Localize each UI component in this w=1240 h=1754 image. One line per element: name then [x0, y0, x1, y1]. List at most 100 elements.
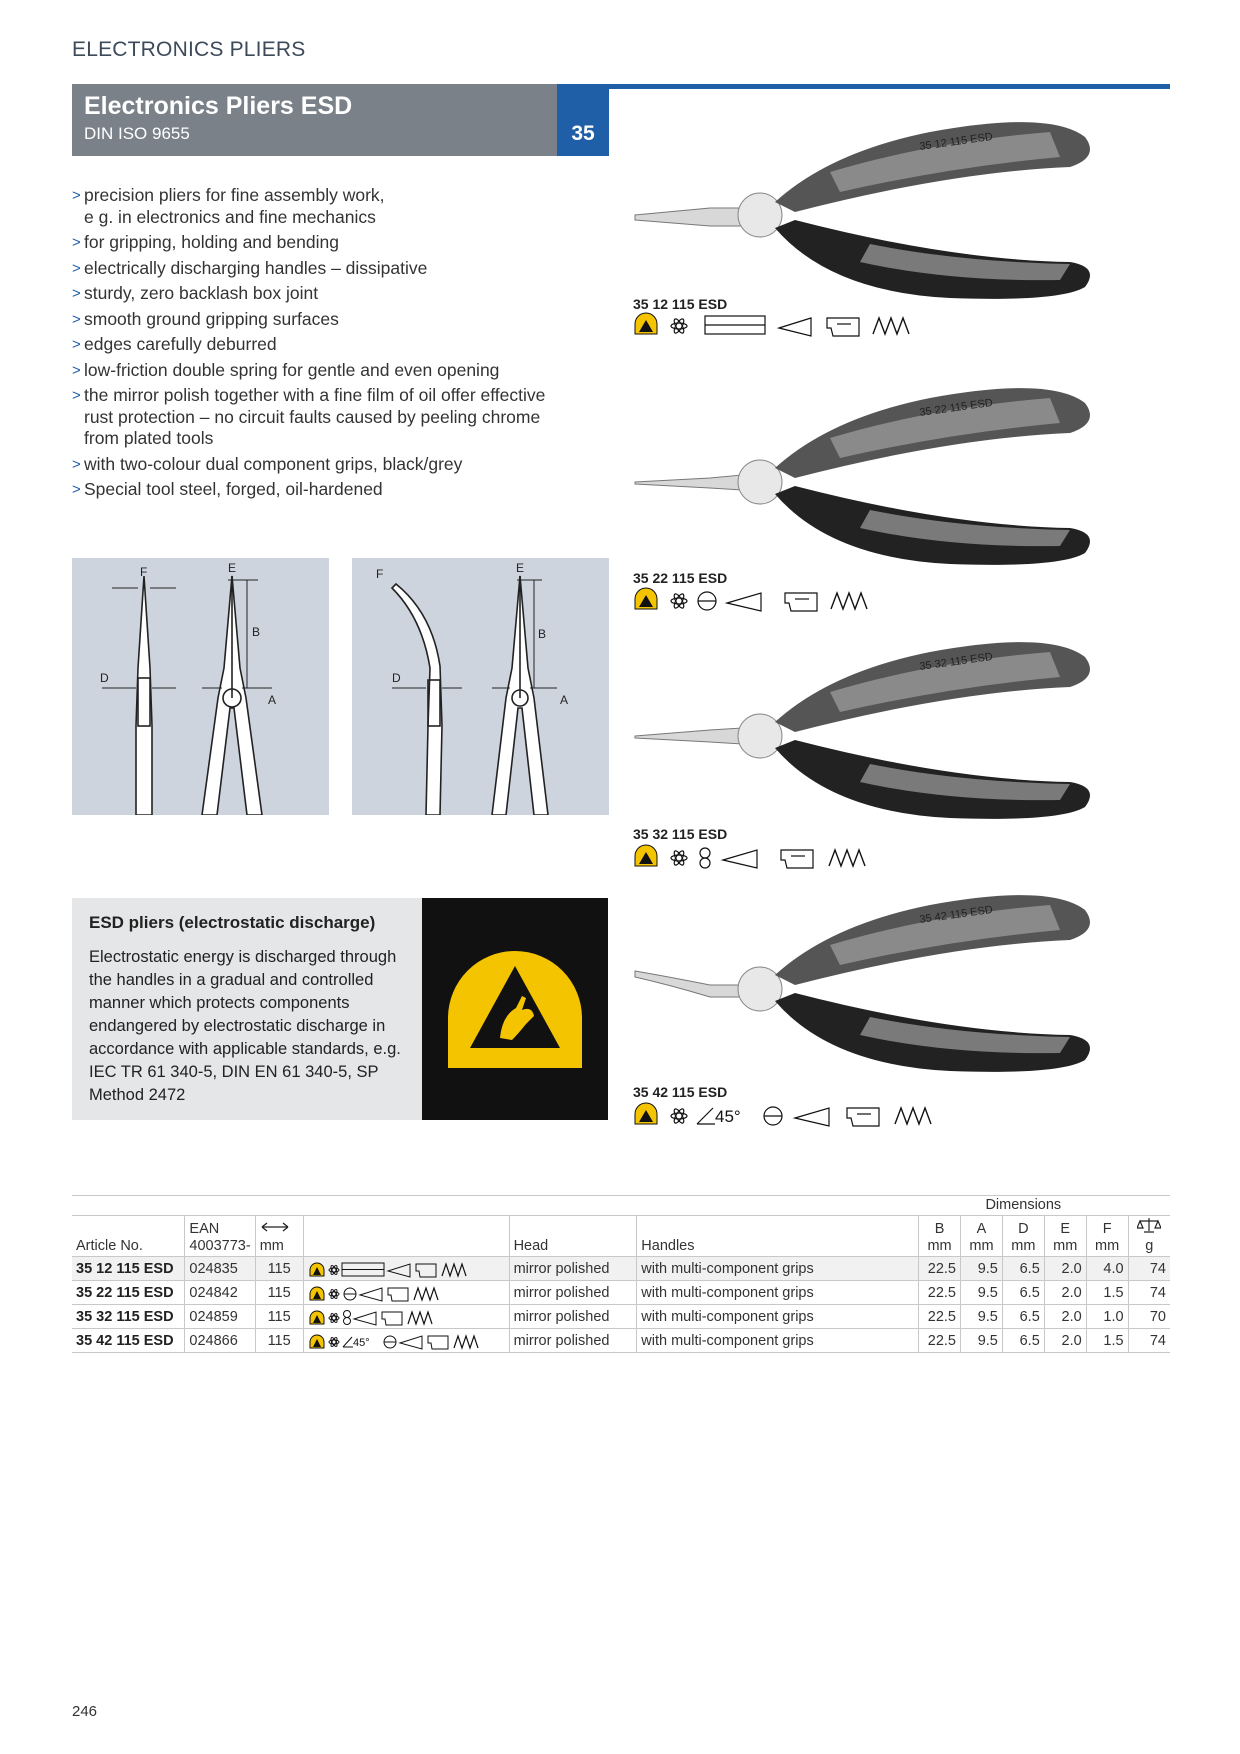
- product-image: 35 12 115 ESD: [630, 112, 1175, 302]
- cell-handles: with multi-component grips: [636, 1304, 920, 1329]
- atom-icon: [328, 1336, 340, 1347]
- dim-label-d: D: [392, 671, 401, 685]
- cell-dim-d: 6.5: [1002, 1304, 1045, 1329]
- feature-item: edges carefully deburred: [72, 334, 552, 356]
- cell-dim-e: 2.0: [1044, 1304, 1087, 1329]
- esd-icon: [309, 1334, 325, 1348]
- round-jaw-icon: [699, 847, 711, 869]
- dimension-diagram-angled: F E B D A: [352, 558, 609, 815]
- cell-ean: 024859: [184, 1304, 256, 1329]
- pliers-angled-nose-image: 35 42 115 ESD: [634, 895, 1090, 1072]
- col-head: Head: [509, 1215, 638, 1257]
- angle-icon: [696, 1107, 715, 1125]
- product-label: 35 12 115 ESD: [633, 296, 728, 312]
- product-symbols: [633, 310, 953, 338]
- spring-icon: [894, 1106, 932, 1126]
- cell-handles: with multi-component grips: [636, 1256, 920, 1281]
- cell-dim-e: 2.0: [1044, 1280, 1087, 1305]
- feature-list: precision pliers for fine assembly work,…: [72, 185, 552, 505]
- table-row: 35 12 115 ESD 024835 115 mirror polished…: [72, 1256, 1170, 1281]
- col-dim-f-label: F: [1102, 1221, 1112, 1237]
- box-joint-icon: [780, 849, 814, 869]
- tapered-jaw-icon: [357, 1286, 383, 1302]
- atom-icon: [670, 850, 688, 866]
- cell-dim-b: 22.5: [918, 1328, 961, 1353]
- section-title: ELECTRONICS PLIERS: [72, 38, 306, 61]
- dim-label-f: F: [376, 567, 383, 581]
- cell-weight: 74: [1128, 1328, 1170, 1353]
- cell-dim-a: 9.5: [960, 1280, 1003, 1305]
- dim-label-f: F: [140, 565, 147, 579]
- esd-box-title: ESD pliers (electrostatic discharge): [89, 913, 376, 932]
- header-bar: Electronics Pliers ESD DIN ISO 9655: [72, 84, 557, 156]
- box-joint-icon: [784, 592, 818, 612]
- col-unit: mm: [1053, 1238, 1078, 1254]
- col-handles: Handles: [636, 1215, 920, 1257]
- feature-item: low-friction double spring for gentle an…: [72, 360, 552, 382]
- box-joint-icon: [427, 1335, 449, 1349]
- box-joint-icon: [846, 1107, 880, 1127]
- col-unit: mm: [927, 1238, 952, 1254]
- cell-dim-d: 6.5: [1002, 1280, 1045, 1305]
- feature-item: sturdy, zero backlash box joint: [72, 283, 552, 305]
- cell-head: mirror polished: [509, 1304, 638, 1329]
- cell-ean: 024842: [184, 1280, 256, 1305]
- tapered-jaw-icon: [385, 1262, 411, 1278]
- col-dim-a-label: A: [976, 1221, 987, 1237]
- feature-item: Special tool steel, forged, oil-hardened: [72, 479, 552, 501]
- product-symbols: [633, 842, 953, 870]
- cell-head: mirror polished: [509, 1256, 638, 1281]
- page-title: Electronics Pliers ESD: [84, 92, 353, 120]
- cell-dim-a: 9.5: [960, 1304, 1003, 1329]
- product-label: 35 42 115 ESD: [633, 1084, 728, 1100]
- chapter-number: 35: [557, 84, 609, 156]
- cell-dim-a: 9.5: [960, 1328, 1003, 1353]
- dim-label-e: E: [228, 561, 236, 575]
- tapered-jaw-icon: [792, 1107, 830, 1127]
- feature-item: electrically discharging handles – dissi…: [72, 258, 552, 280]
- cell-article: 35 32 115 ESD: [72, 1304, 186, 1329]
- length-arrow-icon: [261, 1222, 289, 1232]
- cell-dim-f: 1.0: [1086, 1304, 1129, 1329]
- cell-weight: 70: [1128, 1304, 1170, 1329]
- cell-handles: with multi-component grips: [636, 1280, 920, 1305]
- cell-length: 115: [255, 1256, 304, 1281]
- box-joint-icon: [415, 1263, 437, 1277]
- cell-weight: 74: [1128, 1256, 1170, 1281]
- esd-warning-icon: [448, 951, 582, 1068]
- feature-item: the mirror polish together with a fine f…: [72, 385, 552, 450]
- dim-label-d: D: [100, 671, 109, 685]
- product-image: 35 42 115 ESD: [630, 885, 1175, 1075]
- cell-article: 35 42 115 ESD: [72, 1328, 186, 1353]
- spring-icon: [407, 1309, 433, 1326]
- table-header-dimensions: Dimensions: [72, 1195, 1170, 1216]
- spring-icon: [872, 316, 910, 336]
- cell-length: 115: [255, 1280, 304, 1305]
- dimension-diagram-straight: F E B D A: [72, 558, 329, 815]
- box-joint-icon: [387, 1287, 409, 1301]
- spring-icon: [828, 848, 866, 868]
- tapered-jaw-icon: [724, 592, 762, 612]
- col-length-unit: mm: [259, 1238, 284, 1254]
- product-image: 35 22 115 ESD: [630, 378, 1175, 568]
- esd-icon: [634, 312, 658, 335]
- tapered-jaw-icon: [720, 849, 758, 869]
- table-row: 35 22 115 ESD 024842 115 mirror polished…: [72, 1280, 1170, 1305]
- page-number: 246: [72, 1703, 98, 1720]
- col-ean-prefix: 4003773-: [189, 1238, 251, 1254]
- col-ean-label: EAN: [189, 1221, 220, 1237]
- col-unit: mm: [1011, 1238, 1036, 1254]
- cell-ean: 024835: [184, 1256, 256, 1281]
- col-dim-b-label: B: [934, 1221, 945, 1237]
- half-round-jaw-icon: [697, 591, 717, 611]
- col-unit: mm: [1095, 1238, 1120, 1254]
- box-joint-icon: [826, 317, 860, 337]
- product-image: 35 32 115 ESD: [630, 632, 1175, 822]
- col-dim-d-label: D: [1018, 1221, 1029, 1237]
- cell-dim-d: 6.5: [1002, 1256, 1045, 1281]
- feature-item: precision pliers for fine assembly work,…: [72, 185, 552, 228]
- cell-dim-f: 4.0: [1086, 1256, 1129, 1281]
